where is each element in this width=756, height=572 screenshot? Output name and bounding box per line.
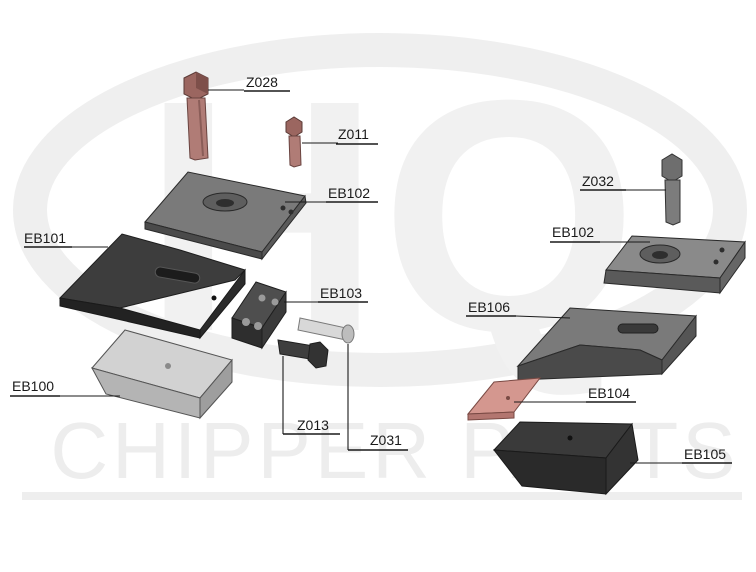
label-eb105: EB105: [684, 446, 726, 462]
part-z032-bolt[interactable]: [661, 153, 683, 226]
callout-eb101: EB101: [24, 230, 108, 248]
watermark-ring: [13, 33, 747, 387]
part-eb106[interactable]: [516, 307, 697, 381]
label-z013: Z013: [297, 417, 329, 433]
label-z032: Z032: [582, 173, 614, 189]
label-z031: Z031: [370, 432, 402, 448]
callout-eb102-left: EB102: [285, 185, 378, 203]
part-eb105[interactable]: [492, 421, 639, 496]
part-eb102-right[interactable]: [603, 235, 746, 295]
part-eb103[interactable]: [231, 281, 287, 350]
callout-z011: Z011: [302, 126, 378, 145]
part-eb101[interactable]: [58, 233, 246, 340]
label-z011: Z011: [338, 126, 369, 142]
callout-eb103: EB103: [284, 285, 368, 303]
callout-z032: Z032: [580, 173, 666, 191]
label-z028: Z028: [246, 74, 278, 90]
part-z028-bolt[interactable]: [183, 71, 209, 161]
callout-eb105: EB105: [630, 446, 732, 464]
label-eb104: EB104: [588, 385, 630, 401]
part-eb102-left[interactable]: [144, 171, 307, 261]
watermark-bar: [22, 492, 742, 500]
part-eb104-shim[interactable]: [466, 377, 542, 421]
callout-eb106: EB106: [466, 299, 571, 319]
callout-z013: Z013: [282, 356, 340, 435]
label-eb102-left: EB102: [328, 185, 370, 201]
callout-z028: Z028: [208, 74, 290, 92]
label-eb101: EB101: [24, 230, 66, 246]
callout-eb102-right: EB102: [550, 224, 650, 243]
part-eb100[interactable]: [91, 329, 233, 420]
label-eb106: EB106: [468, 299, 510, 315]
callout-eb104: EB104: [514, 385, 636, 403]
label-eb103: EB103: [320, 285, 362, 301]
part-z013-bolt[interactable]: [277, 339, 329, 369]
callout-z031: Z031: [347, 344, 408, 451]
callout-eb100: EB100: [10, 378, 120, 397]
label-eb102-right: EB102: [552, 224, 594, 240]
label-eb100: EB100: [12, 378, 54, 394]
part-z031-pin[interactable]: [297, 317, 355, 344]
part-z011-bolt[interactable]: [285, 116, 303, 168]
